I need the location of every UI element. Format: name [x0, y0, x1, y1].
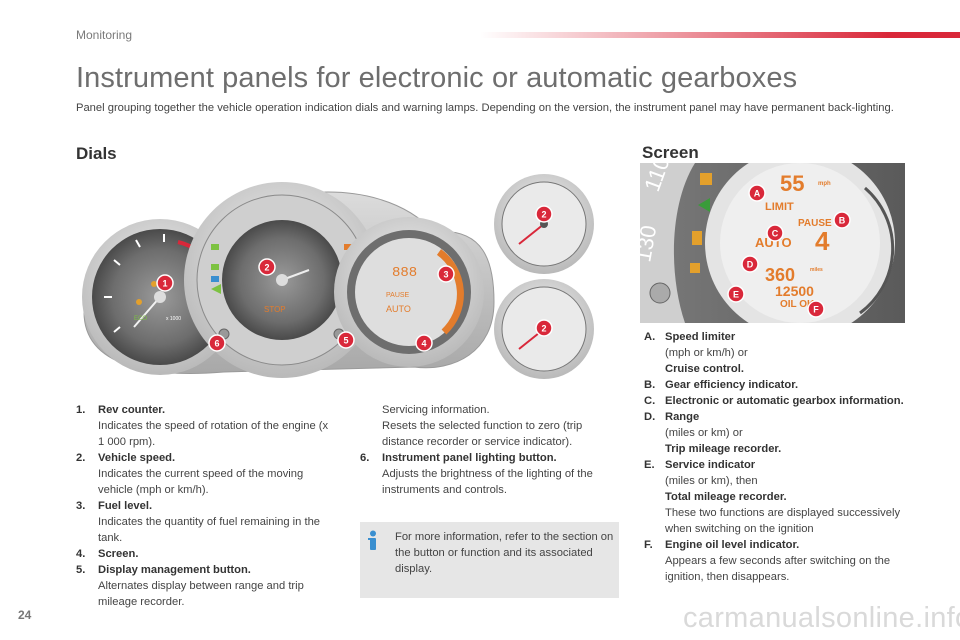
dials-list-continued: Servicing information. Resets the select… — [360, 402, 622, 498]
header-accent-bar — [480, 32, 960, 38]
svg-text:2: 2 — [541, 210, 546, 220]
svg-text:miles: miles — [810, 267, 823, 273]
svg-text:12500: 12500 — [775, 283, 814, 299]
list-item: 3.Fuel level.Indicates the quantity of f… — [76, 500, 321, 544]
list-item-letter: E. — [644, 459, 655, 471]
list-item-term: Range — [665, 411, 700, 423]
list-item-letter: D. — [644, 411, 656, 423]
svg-text:F: F — [813, 305, 819, 315]
svg-text:6: 6 — [214, 339, 219, 349]
servicing-info-text: Servicing information. Resets the select… — [382, 404, 583, 448]
list-item: 4.Screen. — [76, 548, 139, 560]
svg-text:2: 2 — [541, 324, 546, 334]
list-item-letter: C. — [644, 395, 656, 407]
svg-text:55: 55 — [780, 171, 804, 196]
svg-text:STOP: STOP — [264, 305, 286, 314]
section-header: Monitoring — [76, 28, 133, 42]
svg-text:ECO: ECO — [134, 316, 147, 322]
svg-text:AUTO: AUTO — [755, 235, 792, 250]
svg-text:1: 1 — [162, 279, 167, 289]
list-item-desc: (miles or km), then — [665, 475, 758, 487]
list-item: 2.Vehicle speed.Indicates the current sp… — [76, 452, 304, 496]
list-item-term: Service indicator — [665, 459, 756, 471]
svg-text:PAUSE: PAUSE — [798, 218, 832, 229]
svg-text:B: B — [839, 216, 846, 226]
list-item: 5.Display management button.Alternates d… — [76, 564, 304, 608]
list-item-letter: A. — [644, 331, 656, 343]
list-item: C. Electronic or automatic gearbox inform… — [644, 393, 906, 409]
instrument-panel-illustration: x 1000 ECO STOP 888 PAUSE AUTO 1 2 3 4 5… — [82, 174, 594, 379]
list-item: 6. Instrument panel lighting button. Adj… — [360, 452, 593, 496]
svg-text:3: 3 — [443, 270, 448, 280]
svg-text:AUTO: AUTO — [386, 304, 411, 314]
svg-text:LIMIT: LIMIT — [765, 201, 794, 213]
list-item-term: Engine oil level indicator. — [665, 539, 800, 551]
list-item-desc: (miles or km) or — [665, 427, 743, 439]
list-item-desc: (mph or km/h) or — [665, 347, 748, 359]
list-item: 1.Rev counter.Indicates the speed of rot… — [76, 404, 329, 448]
list-item-term: Gear efficiency indicator. — [665, 379, 799, 391]
dials-list: 1.Rev counter.Indicates the speed of rot… — [76, 402, 336, 610]
info-box: For more information, refer to the secti… — [360, 522, 619, 598]
svg-text:4: 4 — [421, 339, 426, 349]
svg-text:E: E — [733, 290, 739, 300]
svg-text:PAUSE: PAUSE — [386, 292, 410, 299]
page-title: Instrument panels for electronic or auto… — [76, 62, 798, 94]
list-item-term: Speed limiter — [665, 331, 736, 343]
svg-text:OIL OK: OIL OK — [780, 299, 815, 310]
list-item-term: Cruise control. — [665, 363, 744, 375]
list-item-desc: Appears a few seconds after switching on… — [665, 555, 891, 583]
svg-text:mph: mph — [818, 181, 831, 187]
screen-list: A. Speed limiter (mph or km/h) or Cruise co… — [644, 329, 906, 585]
svg-text:4: 4 — [815, 226, 830, 256]
list-item-term: Total mileage recorder. — [665, 491, 787, 503]
list-item: A. Speed limiter (mph or km/h) or Cruise co… — [644, 329, 906, 377]
list-item-term: Electronic or automatic gearbox informat… — [665, 395, 904, 407]
svg-text:360: 360 — [765, 265, 795, 285]
info-icon — [368, 530, 376, 550]
list-item-letter: B. — [644, 379, 656, 391]
dials-heading: Dials — [76, 144, 117, 163]
screen-display-illustration: 110 130 55 mph LIMIT PAUSE AUTO 4 360 mi… — [640, 163, 905, 323]
svg-text:130: 130 — [640, 223, 661, 264]
info-text: For more information, refer to the secti… — [395, 531, 614, 575]
svg-text:C: C — [772, 229, 779, 239]
list-item-desc: These two functions are displayed succes… — [665, 507, 901, 535]
intro-paragraph: Panel grouping together the vehicle oper… — [76, 102, 894, 114]
list-item: B. Gear efficiency indicator. — [644, 377, 906, 393]
page-number: 24 — [18, 608, 32, 622]
svg-text:2: 2 — [264, 263, 269, 273]
list-item: D. Range (miles or km) or Trip mileage reco… — [644, 409, 906, 457]
list-item-letter: F. — [644, 539, 653, 551]
svg-text:D: D — [747, 260, 754, 270]
svg-text:5: 5 — [343, 336, 348, 346]
list-item: F. Engine oil level indicator. Appears a f… — [644, 537, 906, 585]
svg-text:888: 888 — [392, 265, 417, 281]
list-item-term: Trip mileage recorder. — [665, 443, 782, 455]
svg-text:x 1000: x 1000 — [166, 316, 181, 322]
watermark: carmanualsonline.info — [683, 602, 960, 634]
screen-heading: Screen — [642, 143, 699, 162]
svg-text:A: A — [754, 189, 761, 199]
